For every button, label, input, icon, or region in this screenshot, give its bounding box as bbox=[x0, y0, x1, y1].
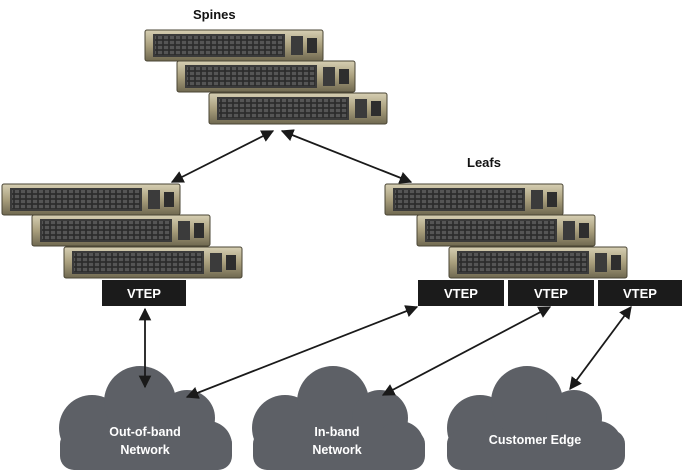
leaf-switch bbox=[63, 246, 243, 279]
arrow-spine-leaf-left bbox=[170, 130, 275, 183]
cloud-label-line2: Network bbox=[120, 443, 169, 457]
cloud-label-line1: In-band bbox=[314, 425, 359, 439]
cloud-in-band: In-band Network bbox=[252, 366, 425, 470]
cloud-label-line1: Out-of-band bbox=[109, 425, 181, 439]
spine-switch bbox=[144, 29, 324, 62]
arrow-spine-leaf-right bbox=[280, 129, 413, 184]
cloud-label-line2: Network bbox=[312, 443, 361, 457]
leaf-switch bbox=[384, 183, 564, 216]
leafs-label: Leafs bbox=[467, 155, 501, 170]
leaf-switch bbox=[31, 214, 211, 247]
cloud-out-of-band: Out-of-band Network bbox=[59, 366, 232, 470]
arrow-vtep-oob-cross bbox=[185, 305, 419, 399]
leaf-switch-stack-left bbox=[1, 183, 243, 279]
arrow-vtep-inband bbox=[381, 306, 552, 396]
cloud-label-line1: Customer Edge bbox=[489, 433, 581, 447]
spine-switch-stack bbox=[144, 29, 388, 125]
connections bbox=[138, 129, 632, 399]
spines-label: Spines bbox=[193, 7, 236, 22]
vtep-label: VTEP bbox=[623, 286, 657, 301]
vtep-box: VTEP bbox=[102, 280, 186, 306]
vtep-box: VTEP bbox=[418, 280, 504, 306]
vtep-label: VTEP bbox=[444, 286, 478, 301]
leaf-switch bbox=[448, 246, 628, 279]
vtep-label: VTEP bbox=[534, 286, 568, 301]
arrow-vtep-customer-edge bbox=[569, 305, 632, 391]
cloud-customer-edge: Customer Edge bbox=[447, 366, 625, 470]
vtep-box: VTEP bbox=[508, 280, 594, 306]
vtep-label: VTEP bbox=[127, 286, 161, 301]
vtep-box: VTEP bbox=[598, 280, 682, 306]
spine-switch bbox=[208, 92, 388, 125]
spine-switch bbox=[176, 60, 356, 93]
leaf-switch bbox=[416, 214, 596, 247]
leaf-switch bbox=[1, 183, 181, 216]
leaf-switch-stack-right bbox=[384, 183, 628, 279]
